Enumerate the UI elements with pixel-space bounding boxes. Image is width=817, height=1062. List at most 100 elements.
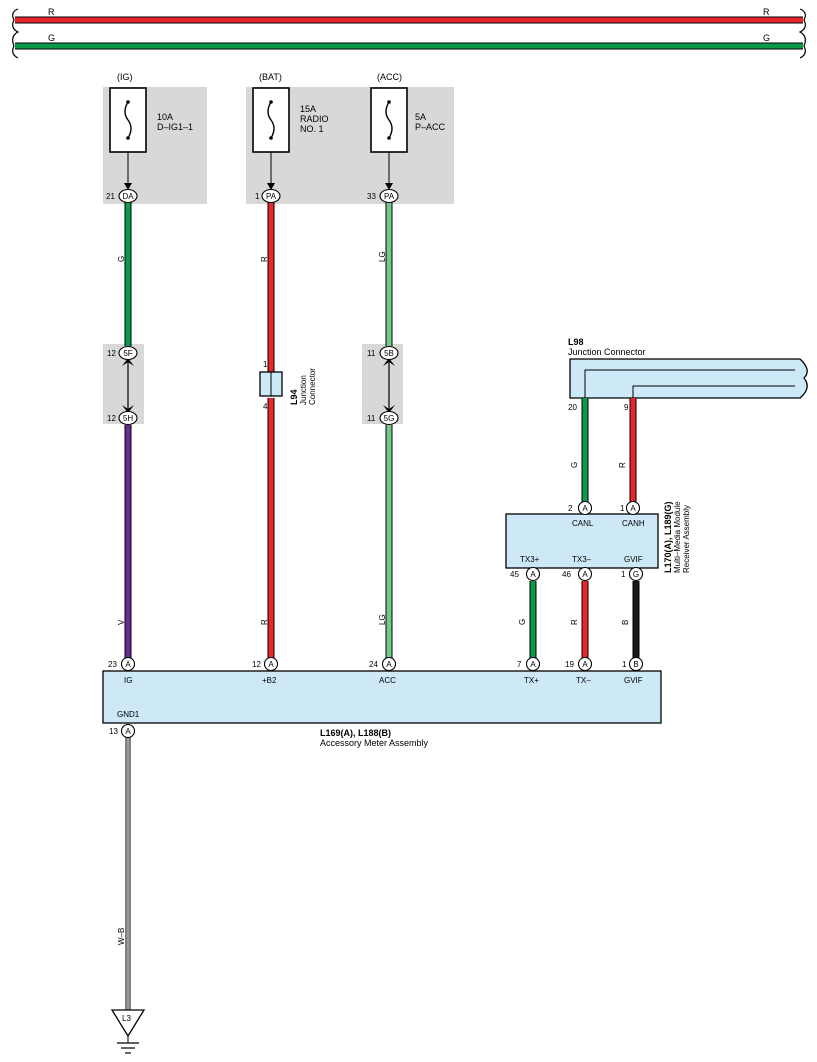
wire-b2-lower-color: R xyxy=(260,619,269,625)
connector-oval xyxy=(577,656,593,672)
fuse-acc: (ACC) 5A P–ACC xyxy=(370,72,446,189)
meter-name: Accessory Meter Assembly xyxy=(320,738,429,748)
fuse-icon xyxy=(267,101,275,139)
ground-wire: W–B xyxy=(117,737,131,1010)
ig-bottom-connector-id: 5H xyxy=(123,414,133,423)
meter-ig-connector-id: A xyxy=(125,660,131,669)
multimedia-tx3minus-pin-number: 46 xyxy=(562,570,571,579)
multimedia-pin-label-canh: CANH xyxy=(622,519,645,528)
meter-pin-label-gvif: GVIF xyxy=(624,676,643,685)
meter-pin-label-acc: ACC xyxy=(379,676,396,685)
fuse-ig-name: D–IG1–1 xyxy=(157,122,193,132)
connector-oval xyxy=(118,188,138,204)
wire-acc-upper-color: LG xyxy=(378,251,387,262)
l98-junction-connector: L98 Junction Connector 20 9 xyxy=(568,337,808,412)
fuse-acc-pin-number: 33 xyxy=(367,192,376,201)
multimedia-pin-label-gvif: GVIF xyxy=(624,555,643,564)
meter-acc-connector-id: A xyxy=(386,660,392,669)
fuse-bat-pin-number: 1 xyxy=(255,192,260,201)
fuse-bat-amperage: 15A xyxy=(300,104,316,114)
fuse-bat-source: (BAT) xyxy=(259,72,282,82)
connector-oval xyxy=(379,188,399,204)
l94-name-line2: Connector xyxy=(308,368,317,405)
wire-ig-lower-color: V xyxy=(117,619,126,625)
bus-label-g-left: G xyxy=(48,33,55,43)
accessory-meter-assembly: IG +B2 ACC TX+ TX– GVIF GND1 L169(A), L1… xyxy=(102,670,662,748)
fuse-bat-connector-id: PA xyxy=(266,192,277,201)
multimedia-id: L170(A), L189(G) xyxy=(663,501,673,573)
meter-acc-pin-number: 24 xyxy=(369,660,378,669)
connector-oval xyxy=(625,500,641,516)
multimedia-canh-connector-id: A xyxy=(630,504,636,513)
bus-label-r-left: R xyxy=(48,7,55,17)
multimedia-canl-connector-id: A xyxy=(582,504,588,513)
fuse-ig: (IG) 10A D–IG1–1 xyxy=(109,72,193,189)
connector-oval xyxy=(263,656,279,672)
multimedia-gvif-connector-id: G xyxy=(633,570,639,579)
wire-tx-plus-color: G xyxy=(518,619,527,625)
l98-id: L98 xyxy=(568,337,584,347)
fuse-icon xyxy=(385,101,393,139)
wire-b2-upper-color: R xyxy=(260,256,269,262)
meter-b2-connector-id: A xyxy=(268,660,274,669)
multimedia-tx3minus-connector-id: A xyxy=(582,570,588,579)
fuse-ig-connector-id: DA xyxy=(122,192,134,201)
l94-junction-connector: 1 4 L94 Junction Connector xyxy=(259,360,317,411)
l98-pin-right: 9 xyxy=(624,403,629,412)
l94-id: L94 xyxy=(289,389,299,405)
multimedia-canh-pin-number: 1 xyxy=(620,504,625,513)
multimedia-pin-label-tx3plus: TX3+ xyxy=(520,555,540,564)
multimedia-name-line1: Multi–Media Module xyxy=(673,501,682,573)
connector-oval xyxy=(628,566,644,582)
ground-point-label: L3 xyxy=(122,1014,131,1023)
fuse-bat: (BAT) 15A RADIO NO. 1 xyxy=(252,72,329,189)
meter-pin-label-b2: +B2 xyxy=(262,676,277,685)
meter-txminus-connector-id: A xyxy=(582,660,588,669)
power-bus: R R G G xyxy=(12,7,806,59)
wire-ground-color: W–B xyxy=(117,928,126,945)
multimedia-pin-label-canl: CANL xyxy=(572,519,594,528)
l94-pin-bottom: 4 xyxy=(263,402,268,411)
meter-gnd1-pin-number: 13 xyxy=(109,727,118,736)
l94-pin-top: 1 xyxy=(263,360,268,369)
connector-oval xyxy=(381,656,397,672)
fuse-acc-source: (ACC) xyxy=(377,72,402,82)
bus-label-g-right: G xyxy=(763,33,770,43)
connector-oval xyxy=(379,345,399,361)
fuse-icon xyxy=(124,101,132,139)
fuse-acc-name: P–ACC xyxy=(415,122,446,132)
wire-acc-lower-color: LG xyxy=(378,614,387,625)
connector-oval xyxy=(525,656,541,672)
fuse-acc-connector-id: PA xyxy=(384,192,395,201)
meter-gnd1-connector-id: A xyxy=(125,727,131,736)
fuse-ig-source: (IG) xyxy=(117,72,133,82)
multimedia-name-line2: Receiver Assembly xyxy=(682,505,691,573)
wire-gvif-color: B xyxy=(621,620,630,625)
connector-oval xyxy=(525,566,541,582)
fuse-ig-amperage: 10A xyxy=(157,112,173,122)
acc-bottom-pin-number: 11 xyxy=(367,414,376,423)
connector-oval xyxy=(261,188,281,204)
l98-pin-left: 20 xyxy=(568,403,577,412)
meter-gvif-connector-id: B xyxy=(633,660,638,669)
meter-b2-pin-number: 12 xyxy=(252,660,261,669)
connector-oval xyxy=(577,500,593,516)
meter-pin-label-txminus: TX– xyxy=(576,676,591,685)
meter-id: L169(A), L188(B) xyxy=(320,728,391,738)
multimedia-module: CANL CANH TX3+ TX3– GVIF L170(A), L189(G… xyxy=(505,501,691,573)
meter-pin-label-ig: IG xyxy=(124,676,132,685)
meter-txplus-pin-number: 7 xyxy=(517,660,522,669)
multimedia-pin-label-tx3minus: TX3– xyxy=(572,555,592,564)
connector-oval xyxy=(379,410,399,426)
meter-pin-label-txplus: TX+ xyxy=(524,676,539,685)
meter-pin-label-gnd1: GND1 xyxy=(117,710,140,719)
multimedia-gvif-pin-number: 1 xyxy=(621,570,626,579)
acc-top-pin-number: 11 xyxy=(367,349,376,358)
wire-ig-upper-color: G xyxy=(117,256,126,262)
ig-bottom-pin-number: 12 xyxy=(107,414,116,423)
multimedia-tx3plus-pin-number: 45 xyxy=(510,570,519,579)
l94-name-line1: Junction xyxy=(299,375,308,405)
wire-canl-color: G xyxy=(570,462,579,468)
meter-gvif-pin-number: 1 xyxy=(622,660,627,669)
